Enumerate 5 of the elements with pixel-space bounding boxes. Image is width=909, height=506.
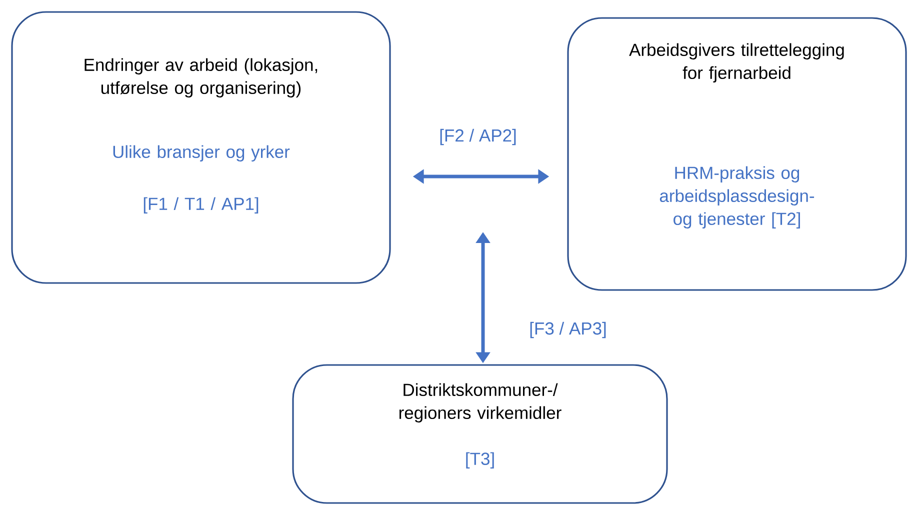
rounded-box: Distriktskommuner-/ regioners virkemidler [T3] [292, 364, 668, 504]
rounded-box: Arbeidsgivers tilrettelegging for fjernarbeid HRM-praksis og arbeidsplassdesign- og tjenester [T2] [567, 17, 907, 291]
rounded-box: Endringer av arbeid (lokasjon, utførelse og organisering) Ulike bransjer og yrker [F1 / T1 / AP1] [11, 11, 391, 284]
edge-label: [F2 / AP2] [440, 128, 516, 146]
edge-label: [F3 / AP3] [530, 322, 606, 338]
